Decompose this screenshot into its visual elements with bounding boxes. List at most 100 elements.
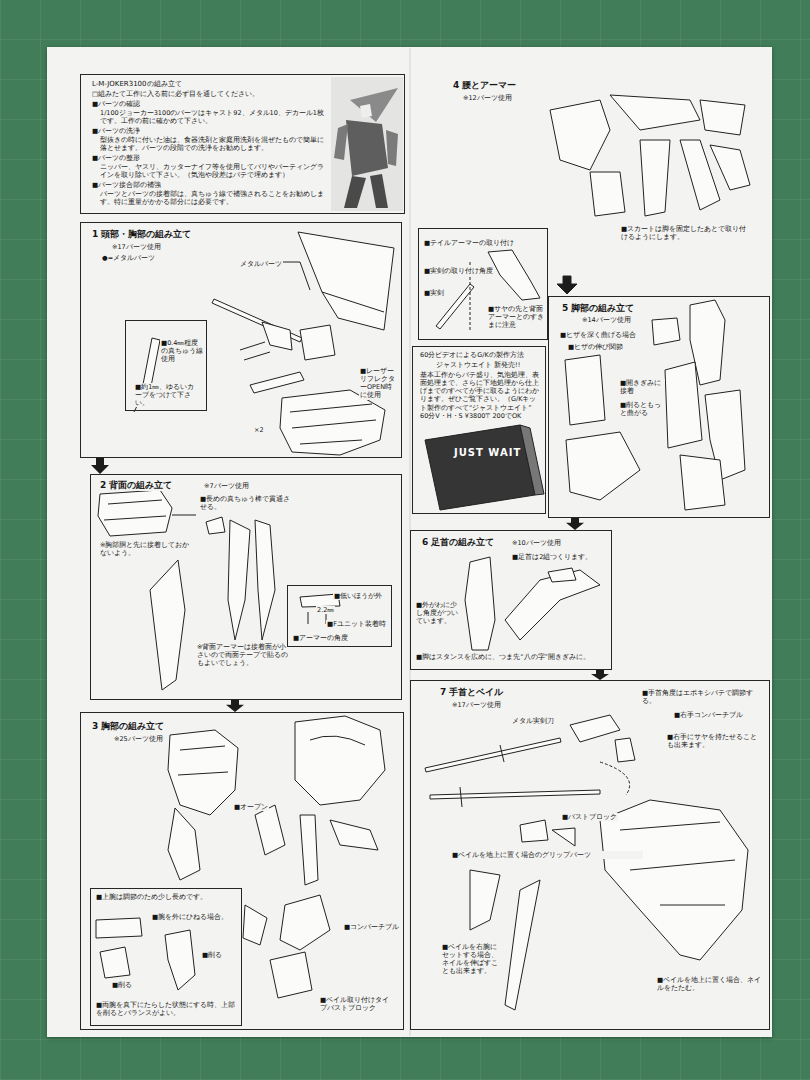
callout-text: ※17パーツ使用 (111, 243, 162, 251)
callout-text: ■実剣 (423, 289, 445, 297)
note-text: ※12パーツ使用 (462, 94, 513, 102)
callout-text: ■バストブロック (561, 813, 618, 821)
callout-text: ■削る (201, 951, 223, 959)
part-outline (344, 176, 366, 208)
callout-text: ■アーマーの角度 (292, 634, 349, 642)
callout-text: ■約1㎜、ゆるいカーブをつけて下さい。 (134, 383, 200, 407)
callout-text: ■上腕は調節のため少し長めです。 (95, 893, 237, 901)
part-outline (290, 404, 376, 444)
notes-box: L-M-JOKER3100の組み立て□組みたて工作に入る前に必ず目を通してくださ… (80, 74, 405, 214)
part-outline (600, 800, 748, 960)
callout-text: ■右手にサヤを持たせることも出来ます。 (666, 733, 763, 749)
part-outline (350, 88, 398, 122)
part-outline (488, 250, 540, 300)
callout-text: ×2 (253, 426, 265, 434)
part-outline (500, 745, 504, 762)
callout-text: ■ベイルを右腕にセットする場合、ネイルを伸ばすことも出来ます。 (441, 943, 505, 976)
callout-text: 1/100ジョーカー3100のパーツはキャスト92、メタル10、デカール1枚です… (99, 109, 326, 125)
part-outline (505, 880, 540, 1010)
part-outline (680, 455, 725, 510)
flow-arrow (91, 458, 109, 474)
section-heading: 4 腰とアーマー (452, 80, 517, 91)
part-outline (565, 355, 605, 425)
callout-text: ■オープン (233, 803, 269, 811)
part-outline (310, 736, 365, 745)
part-outline (552, 828, 575, 846)
part-outline (557, 276, 577, 294)
part-outline (96, 918, 142, 938)
flow-arrow (591, 670, 609, 680)
part-outline (360, 104, 372, 118)
part-outline (425, 425, 535, 510)
part-outline (228, 520, 250, 640)
part-outline (250, 372, 304, 393)
section-panel: 3 胸部の組み立て※25パーツ使用■オープン■コンバーチブル■ベイル取り付けタイ… (80, 712, 404, 1030)
section-panel: 1 頭部・胸部の組み立て※17パーツ使用●=メタルパーツメタルパーツ■レーザーリ… (80, 222, 402, 458)
inset-box: ■テイルアーマーの取り付け■実剣の取り付け角度■実剣■サヤの先と背面アーマーとの… (418, 228, 548, 340)
callout-text: 型抜きの時に付いた油は、食器洗剤と家庭用洗剤を混ぜたもので簡単に落とせます。パー… (99, 136, 326, 152)
part-outline (255, 520, 275, 640)
part-outline (322, 292, 384, 312)
part-outline (165, 930, 195, 990)
part-outline (255, 805, 285, 855)
callout-text: ■テイルアーマーの取り付け (423, 239, 515, 247)
part-outline (520, 425, 544, 495)
inset-box: ■0.4㎜程度の真ちゅう線使用 ■約1㎜、ゆるいカーブをつけて下さい。 (125, 320, 207, 411)
callout-text: ■低いほうが外 (333, 592, 383, 600)
part-outline (270, 952, 312, 998)
part-outline (600, 762, 630, 795)
callout-text: 2.2㎜ (316, 606, 335, 614)
callout-text: ジャストウエイト 新発売!! (435, 361, 537, 369)
part-outline (700, 100, 745, 135)
callout-text: ■0.4㎜程度の真ちゅう線使用 (160, 339, 204, 363)
part-outline (370, 174, 388, 208)
callout-text: ■削る (111, 981, 133, 989)
callout-text: ※胸部胴と先に接着しておかないよう。 (99, 541, 191, 557)
part-outline (665, 362, 702, 448)
part-outline (206, 517, 225, 534)
callout-text: ■ヒザを深く曲げる場合 (559, 331, 637, 339)
section-heading: 7 手首とベイル (439, 687, 504, 698)
flow-arrow (566, 518, 584, 530)
part-outline (550, 100, 610, 170)
part-outline (240, 342, 270, 360)
part-outline (470, 870, 500, 930)
section-heading: 3 胸部の組み立て (91, 721, 165, 732)
part-outline (610, 95, 700, 130)
part-outline (298, 232, 394, 330)
part-outline (710, 145, 750, 190)
note-text: ■スカートは脚を固定したあとで取り付けるようにします。 (620, 225, 752, 241)
callout-text: ■Fユニット装着時 (326, 620, 387, 628)
part-outline (425, 738, 561, 772)
callout-text: ※7パーツ使用 (203, 482, 250, 490)
callout-text: ニッパー、ヤスリ、カッターナイフ等を使用してバリやパーティングラインを取り除いて… (99, 163, 326, 179)
arrow-shape (91, 458, 109, 474)
part-outline (172, 515, 196, 516)
kit-photo (331, 77, 403, 211)
section-panel: 2 背面の組み立て※7パーツ使用■長めの真ちゅう棒で貫通させる。※胸部胴と先に接… (90, 474, 402, 700)
callout-text: メタル実剣刀 (511, 717, 555, 725)
arrow-shape (226, 700, 244, 712)
part-outline (300, 325, 335, 360)
part-outline (262, 322, 292, 350)
callout-text: ■足首は2組つくります。 (511, 553, 593, 561)
callout-text: ■腕を外にひねる場合。 (151, 913, 239, 921)
part-outline (566, 432, 640, 500)
part-outline (98, 490, 172, 536)
flow-arrow (226, 700, 244, 712)
part-outline (570, 715, 620, 742)
callout-text: 基本工作からパテ盛り、気泡処理、表面処理まで、さらに下地処理から仕上げまでのすべ… (419, 371, 543, 420)
callout-text: ■脚はスタンスを広めに、つま先“八の字”開きぎみに。 (415, 653, 609, 661)
callout-text: ■外がわに少し角度がついています。 (415, 601, 461, 625)
part-outline (615, 738, 635, 762)
arrow-shape (566, 518, 584, 530)
part-outline (465, 557, 495, 650)
ad-box: 60分ビデオによるG/Kの製作方法ジャストウエイト 新発売!!基本工作からパテ盛… (412, 346, 546, 514)
part-outline (640, 140, 670, 216)
section-heading: 5 脚部の組み立て (561, 303, 635, 314)
callout-text: ※25パーツ使用 (113, 735, 164, 743)
part-outline (346, 120, 388, 176)
callout-text: ■開きぎみに接着 (619, 379, 665, 395)
callout-text: ■長めの真ちゅう棒で貫通させる。 (199, 495, 296, 511)
part-outline (150, 560, 185, 690)
